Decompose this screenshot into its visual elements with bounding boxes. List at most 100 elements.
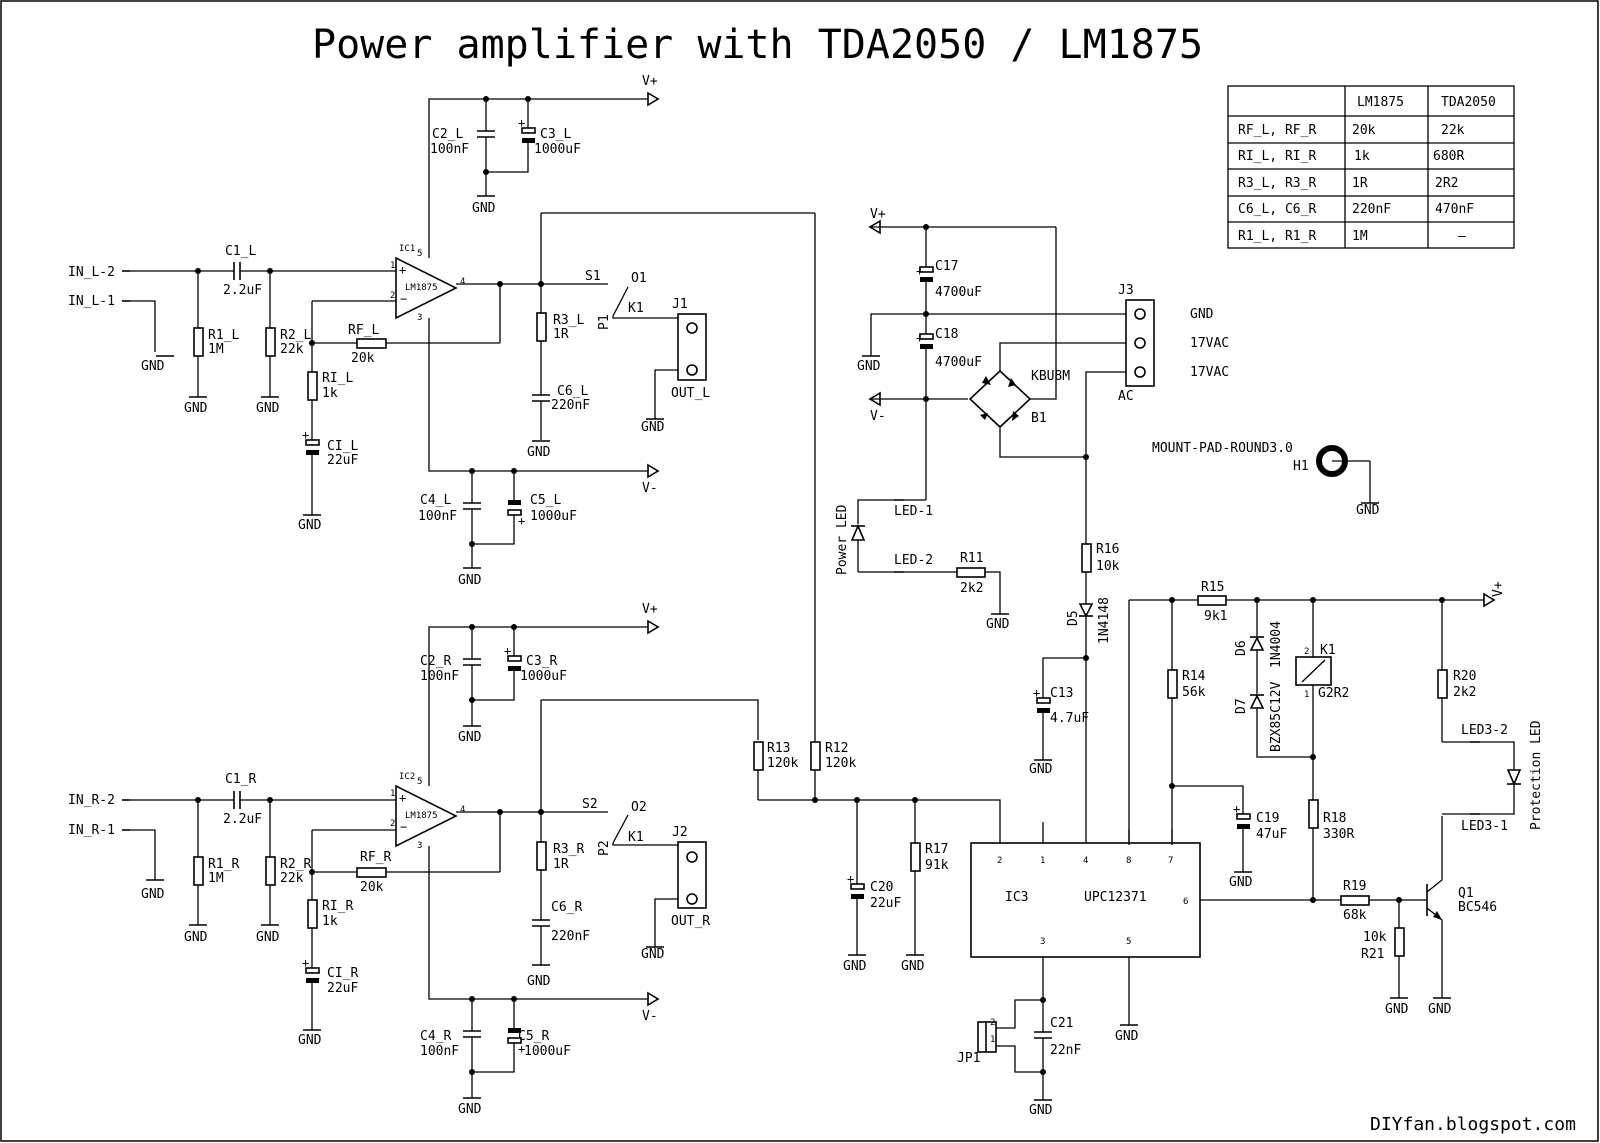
schematic-label: LED-2 [894, 553, 933, 568]
schematic-label: GND [458, 1102, 482, 1117]
schematic-label: GND [1428, 1002, 1452, 1017]
schematic-label: C5_L [530, 493, 561, 508]
schematic-label: V- [642, 481, 658, 496]
schematic-label: RI_R [322, 899, 353, 914]
schematic-label: AC [1118, 389, 1134, 404]
svg-text:2: 2 [997, 856, 1002, 866]
schematic-label: GND [1029, 1103, 1053, 1118]
schematic-label: RF_L [348, 323, 379, 338]
schematic-label: GND [141, 887, 165, 902]
svg-text:1: 1 [390, 261, 395, 271]
svg-text:+: + [518, 514, 525, 528]
schematic-label: D6 [1234, 640, 1249, 656]
input-l2-label: IN_L-2 [68, 265, 115, 280]
schematic-label: R3_L [553, 313, 584, 328]
table-cell: 22k [1441, 123, 1465, 138]
schematic-label: R2_L [280, 328, 311, 343]
schematic-label: GND [1029, 762, 1053, 777]
schematic-label: 100nF [430, 142, 469, 157]
schematic-label: J3 [1118, 283, 1134, 298]
schematic-label: 330R [1323, 827, 1354, 842]
schematic-label: GND [184, 401, 208, 416]
schematic-label: V- [642, 1009, 658, 1024]
input-l1-label: IN_L-1 [68, 294, 115, 309]
schematic-label: GND [1385, 1002, 1409, 1017]
schematic-label: LM1875 [405, 811, 438, 821]
schematic-label: C5_R [518, 1029, 549, 1044]
table-cell: RF_L, RF_R [1238, 123, 1316, 138]
schematic-label: V- [870, 409, 886, 424]
schematic-label: P2 [597, 840, 612, 856]
svg-text:+: + [1033, 686, 1040, 700]
schematic-label: 22k [280, 871, 304, 886]
schematic-label: JP1 [957, 1051, 980, 1066]
schematic-label: V+ [642, 602, 658, 617]
svg-text:1: 1 [390, 789, 395, 799]
schematic-label: P1 [597, 314, 612, 330]
schematic-label: 10k [1096, 559, 1120, 574]
schematic-label: GND [901, 959, 925, 974]
page-title: Power amplifier with TDA2050 / LM1875 [312, 22, 1203, 68]
schematic-label: 1000uF [534, 142, 581, 157]
table-cell: 220nF [1352, 202, 1391, 217]
schematic-label: R17 [925, 842, 948, 857]
table-cell: 1k [1354, 149, 1370, 164]
schematic-label: 1k [322, 914, 338, 929]
schematic-label: C21 [1050, 1016, 1073, 1031]
schematic-label: 1000uF [520, 669, 567, 684]
schematic-label: 9k1 [1204, 609, 1227, 624]
svg-text:4: 4 [460, 805, 465, 815]
schematic-label: RF_R [360, 850, 391, 865]
svg-text:+: + [399, 791, 406, 805]
schematic-label: GND [1229, 875, 1253, 890]
svg-text:+: + [847, 872, 854, 886]
svg-text:5: 5 [417, 777, 422, 787]
schematic-label: R18 [1323, 811, 1346, 826]
svg-text:1: 1 [1304, 690, 1309, 700]
table-cell: C6_L, C6_R [1238, 202, 1316, 217]
schematic-label: LED-1 [894, 504, 933, 519]
schematic-label: 20k [351, 351, 375, 366]
schematic-label: 2k2 [1453, 685, 1476, 700]
power-supply: V+ + GND + C17 4700uF C18 4700uF V- [835, 207, 1380, 632]
schematic-label: R19 [1343, 879, 1366, 894]
svg-text:5: 5 [1126, 937, 1131, 947]
schematic-label: GND [986, 617, 1010, 632]
schematic-label: 1N4148 [1097, 597, 1112, 644]
schematic-label: R1_L [208, 328, 239, 343]
schematic-label: 1M [208, 342, 224, 357]
table-header-lm1875: LM1875 [1357, 95, 1404, 110]
schematic-label: 91k [925, 858, 949, 873]
schematic-label: C19 [1256, 811, 1279, 826]
schematic-label: O2 [631, 800, 647, 815]
schematic-label: 100nF [420, 1044, 459, 1059]
schematic-label: 47uF [1256, 827, 1287, 842]
schematic-label: BC546 [1458, 900, 1497, 915]
schematic-label: GND [1356, 503, 1380, 518]
schematic-label: 1N4004 [1269, 621, 1284, 668]
svg-text:−: − [400, 292, 407, 306]
schematic-label: 56k [1182, 685, 1206, 700]
schematic-label: 68k [1343, 908, 1367, 923]
schematic-label: BZX85C12V [1269, 681, 1284, 752]
table-cell: 1R [1352, 176, 1368, 191]
ic1-part: LM1875 [405, 283, 438, 293]
schematic-label: 1k [322, 386, 338, 401]
table-header-tda2050: TDA2050 [1441, 95, 1496, 110]
schematic-label: C2_L [432, 127, 463, 142]
schematic-label: C18 [935, 327, 958, 342]
schematic-label: 4700uF [935, 355, 982, 370]
schematic-label: D7 [1234, 698, 1249, 714]
schematic-label: V+ [870, 207, 886, 222]
svg-text:1: 1 [1040, 856, 1045, 866]
schematic-label: G2R2 [1318, 686, 1349, 701]
schematic-label: R2_R [280, 857, 311, 872]
schematic-label: C17 [935, 259, 958, 274]
schematic-label: LED3-1 [1461, 819, 1508, 834]
schematic-label: GND [184, 930, 208, 945]
schematic-label: 1M [208, 871, 224, 886]
schematic-label: GND [527, 974, 551, 989]
schematic-label: 120k [767, 756, 798, 771]
schematic-label: GND [141, 359, 165, 374]
